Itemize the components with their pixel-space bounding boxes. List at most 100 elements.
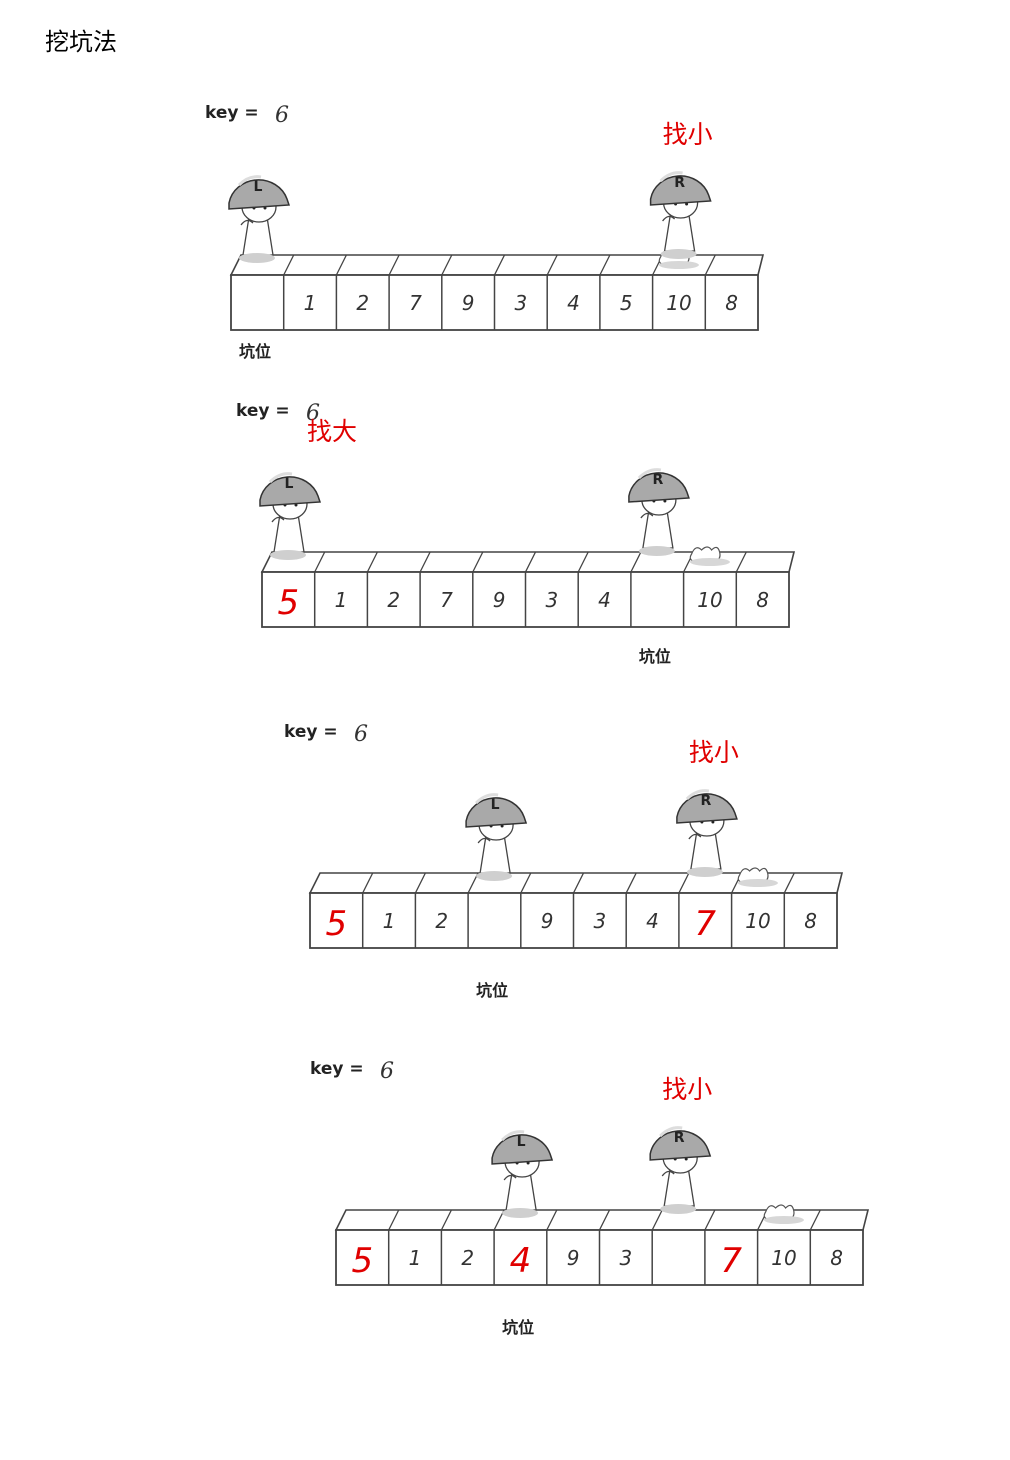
helmet-letter: R (653, 472, 664, 488)
array-cell: 4 (567, 291, 580, 315)
pit-label: 坑位 (639, 647, 671, 666)
helmet-letter: R (674, 1130, 685, 1146)
array-cell: 2 (461, 1246, 474, 1270)
pit-label: 坑位 (239, 342, 271, 361)
cell-top-divider (625, 872, 637, 894)
figure-hand (477, 837, 491, 844)
helmet-shine (685, 789, 710, 801)
red-handwritten-value: 7 (720, 1241, 742, 1281)
array-cell: 10 (666, 291, 691, 315)
helmet (628, 472, 690, 503)
L-pointer-figure: L (259, 472, 322, 560)
R-pointer-figure: R (649, 171, 712, 259)
figure-hand (503, 1174, 517, 1181)
red-handwritten-value: 5 (326, 904, 348, 944)
cell-top-divider (388, 1209, 400, 1231)
figure-shadow (686, 867, 723, 877)
array-cell: 10 (745, 909, 770, 933)
array-cell: 8 (756, 588, 769, 612)
figure-hand (661, 1170, 675, 1177)
R-pointer-figure: R (676, 789, 738, 877)
helmet (649, 1130, 712, 1161)
marker-shadow (658, 261, 699, 269)
array-cell: 3 (545, 588, 558, 612)
marker-shadow (737, 879, 778, 887)
R-pointer-figure: R (628, 468, 690, 556)
key-value: 6 (275, 103, 289, 128)
figure-hand (662, 215, 676, 222)
array-cell: 3 (593, 909, 606, 933)
cell-top-divider (704, 1209, 716, 1231)
cell-top-divider (783, 872, 795, 894)
cell-top-divider (735, 551, 747, 573)
page-title: 挖坑法 (45, 28, 117, 56)
array-cell: 1 (304, 291, 317, 315)
cell-top-divider (335, 254, 347, 276)
cell-top-divider (599, 254, 611, 276)
cell-top-divider (366, 551, 378, 573)
helmet (465, 797, 528, 828)
array-cell: 7 (409, 291, 422, 315)
helmet (259, 476, 322, 507)
cell-top-divider (419, 551, 431, 573)
figure-body (690, 830, 722, 870)
figure-hand (240, 219, 254, 226)
R-pointer-figure: R (649, 1126, 712, 1214)
figure-body (273, 513, 305, 553)
L-pointer-figure: L (228, 175, 291, 263)
array-cell: 1 (383, 909, 396, 933)
helmet (649, 175, 712, 206)
cell-top-divider (440, 1209, 452, 1231)
cell-top-divider (493, 254, 506, 276)
helmet-letter: L (254, 179, 263, 195)
cell-top-divider (598, 1209, 611, 1231)
cell-top-divider (577, 551, 589, 573)
pit-label: 坑位 (476, 981, 508, 1000)
helmet-letter: R (701, 793, 712, 809)
array-cell: 2 (387, 588, 400, 612)
helmet-letter: R (674, 175, 685, 191)
helmet-shine (475, 793, 499, 805)
L-pointer-figure: L (491, 1130, 554, 1218)
figure-shadow (660, 1204, 697, 1214)
figure-body (479, 834, 511, 874)
key-label: key = (284, 722, 338, 742)
L-pointer-figure: L (465, 793, 528, 881)
array-cell: 8 (830, 1246, 843, 1270)
array-cell: 3 (514, 291, 527, 315)
cell-top-divider (678, 872, 690, 894)
red-handwritten-value: 5 (352, 1241, 374, 1281)
cell-top-divider (520, 872, 532, 894)
helmet-letter: L (517, 1134, 526, 1150)
cell-top-divider (472, 551, 484, 573)
key-label: key = (236, 401, 290, 421)
array-cell: 1 (335, 588, 348, 612)
cell-top-divider (314, 551, 326, 573)
marker-shadow (763, 1216, 804, 1224)
hint-label: 找小 (662, 1075, 712, 1104)
cell-top-divider (630, 551, 642, 573)
array-cell: 3 (619, 1246, 632, 1270)
key-value: 6 (354, 722, 368, 747)
red-handwritten-value: 5 (278, 583, 300, 623)
array-cell: 4 (646, 909, 659, 933)
red-handwritten-value: 4 (510, 1241, 532, 1281)
figure-hand (688, 833, 702, 840)
array-cell: 8 (804, 909, 817, 933)
array-cell: 5 (620, 291, 633, 315)
array-cell: 7 (440, 588, 453, 612)
helmet (676, 793, 738, 824)
array-cell: 2 (356, 291, 369, 315)
cell-top-divider (651, 1209, 663, 1231)
hint-label: 找小 (689, 738, 739, 767)
figure-shadow (502, 1208, 539, 1218)
helmet-shine (659, 171, 683, 183)
helmet-shine (659, 1126, 683, 1138)
helmet (491, 1134, 554, 1165)
hint-label: 找小 (663, 120, 713, 149)
